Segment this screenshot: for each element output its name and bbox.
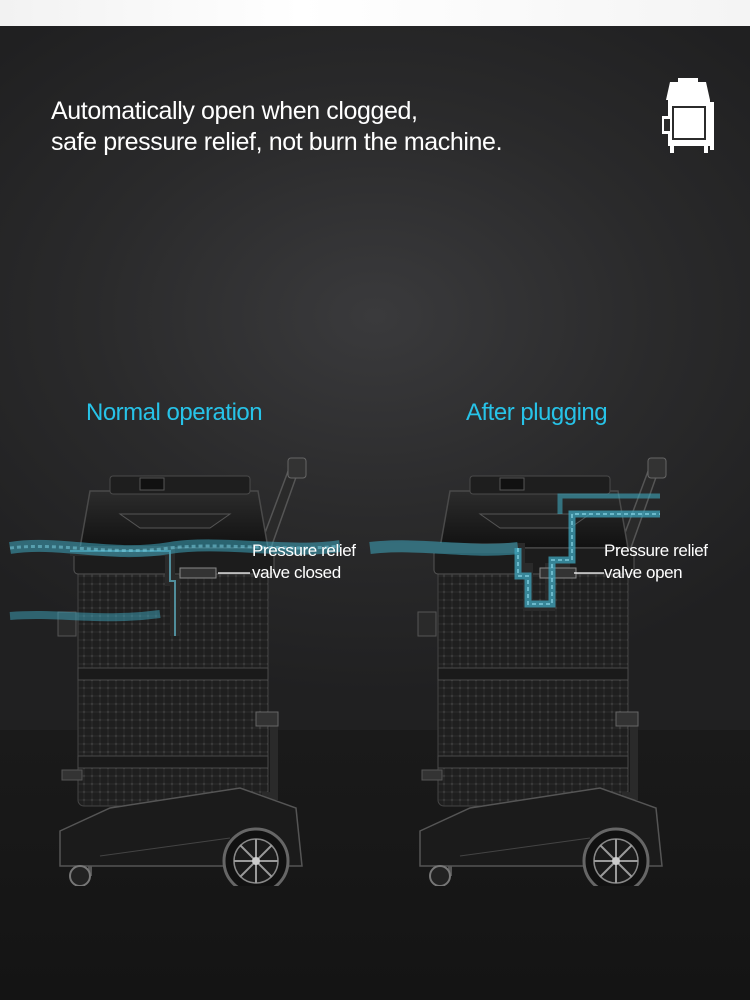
callout-left-line-2: valve closed	[252, 563, 341, 582]
vacuum-illustration-normal	[9, 457, 340, 886]
callout-right-line-1: Pressure relief	[604, 541, 708, 560]
callout-valve-closed: Pressure relief valve closed	[252, 540, 356, 584]
product-stage: Automatically open when clogged, safe pr…	[0, 26, 750, 1000]
vacuum-illustration-plugged	[369, 457, 667, 886]
headline-line-1: Automatically open when clogged,	[51, 97, 418, 125]
headline: Automatically open when clogged, safe pr…	[51, 96, 503, 158]
callout-valve-open: Pressure relief valve open	[604, 540, 708, 584]
vacuum-cleaner-icon	[662, 78, 714, 153]
section-title-normal: Normal operation	[86, 399, 263, 426]
section-title-plugged: After plugging	[466, 399, 608, 426]
top-strip	[0, 0, 750, 26]
callout-right-line-2: valve open	[604, 563, 683, 582]
callout-left-line-1: Pressure relief	[252, 541, 356, 560]
headline-line-2: safe pressure relief, not burn the machi…	[51, 128, 503, 156]
